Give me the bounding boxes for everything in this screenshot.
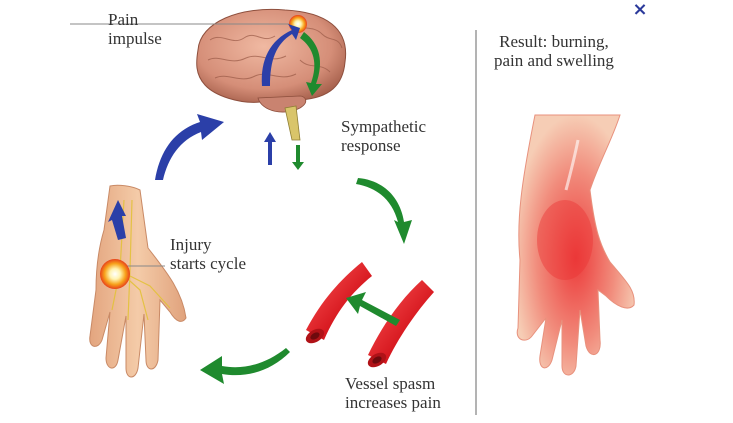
result-line-2: pain and swelling: [494, 51, 614, 70]
blood-vessels-illustration: [305, 262, 434, 368]
result-label: Result: burning, pain and swelling: [494, 32, 614, 70]
up-arrow-icon: [264, 132, 276, 165]
injury-line-2: starts cycle: [170, 254, 246, 273]
vessel-spasm-arrow-icon: [346, 292, 400, 326]
afferent-arrow-icon: [261, 24, 300, 86]
pain-impulse-line-2: impulse: [108, 29, 162, 48]
down-arrow-icon: [292, 145, 304, 170]
injury-line-1: Injury: [170, 235, 212, 254]
vessel-spasm-line-1: Vessel spasm: [345, 374, 436, 393]
sympathetic-response-line-2: response: [341, 136, 401, 155]
vessel-spasm-line-2: increases pain: [345, 393, 441, 412]
injury-label: Injury starts cycle: [170, 235, 246, 273]
pain-impulse-line-1: Pain: [108, 10, 139, 29]
pain-impulse-label: Pain impulse: [108, 10, 162, 48]
brain-illustration: [196, 8, 347, 141]
swollen-hand-illustration: [516, 114, 635, 376]
vessel-to-hand-arrow-icon: [200, 348, 290, 384]
injury-glow-icon: [100, 259, 130, 289]
vessel-spasm-label: Vessel spasm increases pain: [345, 374, 441, 412]
sympathetic-response-line-1: Sympathetic: [341, 117, 426, 136]
hand-nerve-arrow-icon: [108, 200, 126, 240]
hand-to-brain-arrow-icon: [155, 114, 224, 180]
close-icon[interactable]: ×: [632, 0, 648, 20]
brain-to-vessel-arrow-icon: [356, 178, 412, 244]
sympathetic-response-label: Sympathetic response: [341, 117, 426, 155]
result-line-1: Result: burning,: [499, 32, 609, 51]
efferent-arrow-icon: [300, 32, 322, 96]
